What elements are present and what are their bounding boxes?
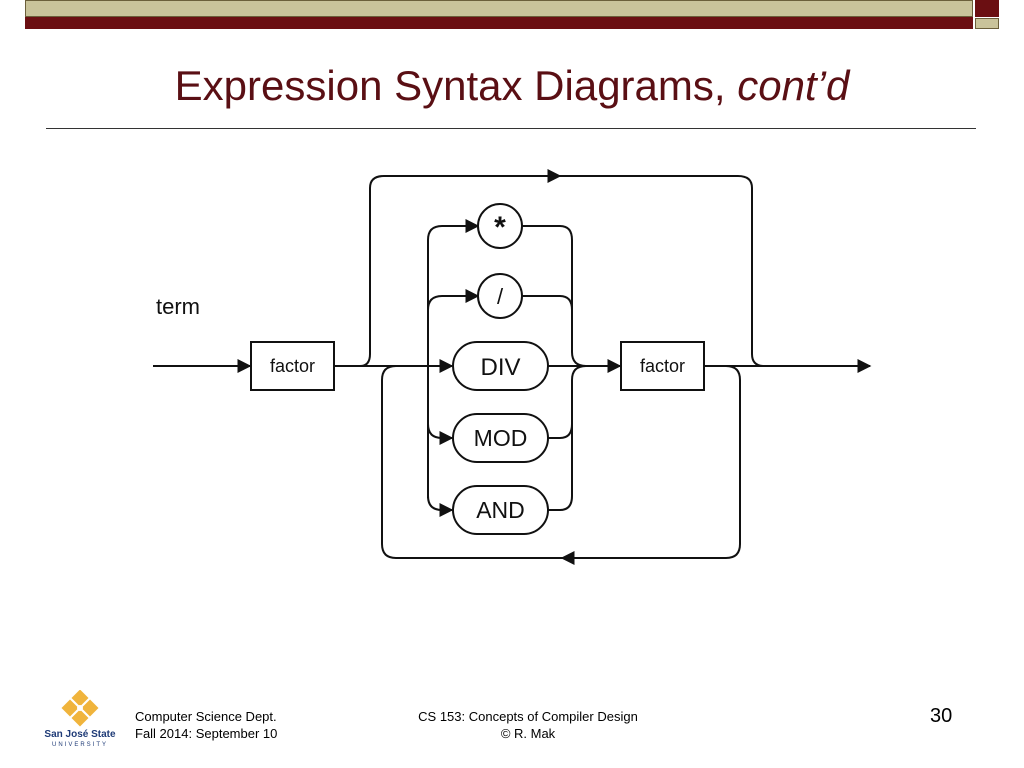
sjsu-logo-name: San José State <box>44 729 116 740</box>
slide-title-italic: cont’d <box>737 62 850 109</box>
footer-author: © R. Mak <box>500 726 556 741</box>
term-label: term <box>156 294 200 319</box>
terminal-and-label: AND <box>476 497 525 523</box>
page-number: 30 <box>930 705 953 727</box>
terminal-and <box>452 485 549 535</box>
bypass-path <box>359 175 765 367</box>
terminal-div <box>452 341 549 391</box>
factor-box-left <box>250 341 335 391</box>
terminal-div-label: DIV <box>480 354 520 381</box>
terminal-mult <box>477 203 523 249</box>
loop-path <box>381 365 741 559</box>
footer-left: Computer Science Dept. Fall 2014: Septem… <box>135 708 277 742</box>
terminal-slash-label: / <box>497 284 504 309</box>
merge-path-mod <box>548 365 587 439</box>
terminal-mod-label: MOD <box>474 425 528 451</box>
slide-title: Expression Syntax Diagrams, cont’d <box>0 62 1024 110</box>
branch-arrow-mult <box>427 219 480 241</box>
footer-center: CS 153: Concepts of Compiler Design © R.… <box>390 708 666 742</box>
sjsu-logo-mark <box>61 689 99 727</box>
factor-label-right: factor <box>640 356 685 376</box>
branch-arrow-and <box>427 495 454 517</box>
sjsu-logo: San José State UNIVERSITY <box>40 689 120 752</box>
footer-course: CS 153: Concepts of Compiler Design <box>418 709 638 724</box>
header-bar <box>25 0 973 30</box>
merge-path-and <box>548 424 573 511</box>
branch-arrow-mod <box>427 423 454 445</box>
title-divider <box>46 128 976 129</box>
sjsu-logo-university: UNIVERSITY <box>51 742 108 748</box>
corner-square-tan <box>975 18 999 29</box>
terminal-mod <box>452 413 549 463</box>
branch-arrow-slash <box>427 289 480 311</box>
footer-date: Fall 2014: September 10 <box>135 726 278 741</box>
corner-square-maroon <box>975 0 999 17</box>
header-bar-tan <box>25 0 973 17</box>
merge-path-mult <box>522 225 587 367</box>
footer-dept: Computer Science Dept. <box>135 709 277 724</box>
factor-box-right <box>620 341 705 391</box>
factor-label-left: factor <box>270 356 315 376</box>
merge-path-slash <box>522 295 573 352</box>
terminal-slash <box>477 273 523 319</box>
terminal-mult-label: * <box>494 211 506 244</box>
header-bar-maroon <box>25 17 973 29</box>
slide-title-main: Expression Syntax Diagrams, <box>174 62 738 109</box>
